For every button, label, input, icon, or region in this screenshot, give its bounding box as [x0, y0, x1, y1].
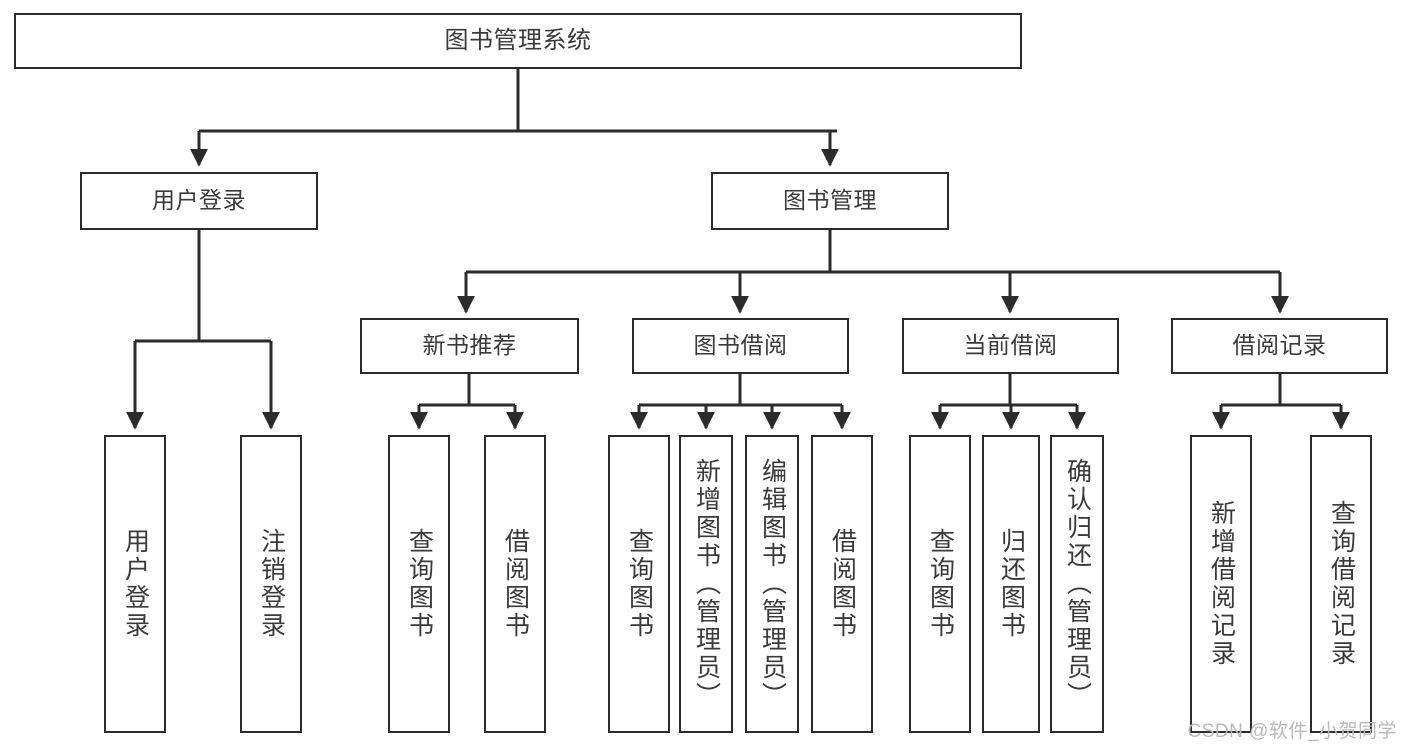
- node-current-borrowing[interactable]: 当前借阅: [902, 318, 1119, 374]
- node-leaf-query-book-3[interactable]: 查询图书: [909, 435, 971, 733]
- node-label: 图书借阅: [693, 332, 788, 359]
- node-label: 确认归还（管理员）: [1063, 458, 1092, 710]
- node-label: 注销登录: [257, 528, 286, 640]
- node-label: 归还图书: [997, 528, 1026, 640]
- node-label: 用户登录: [121, 528, 150, 640]
- node-label: 用户登录: [152, 187, 246, 214]
- node-label: 借阅图书: [828, 528, 857, 640]
- node-user-login[interactable]: 用户登录: [80, 172, 318, 230]
- node-label: 查询图书: [926, 528, 955, 640]
- node-leaf-logout[interactable]: 注销登录: [240, 435, 302, 733]
- node-root-book-management-system[interactable]: 图书管理系统: [14, 13, 1022, 69]
- node-leaf-query-book-2[interactable]: 查询图书: [608, 435, 670, 733]
- node-new-book-recommendation[interactable]: 新书推荐: [360, 318, 579, 374]
- node-book-management[interactable]: 图书管理: [711, 172, 949, 230]
- node-label: 查询图书: [625, 528, 654, 640]
- node-leaf-borrow-book-1[interactable]: 借阅图书: [484, 435, 546, 733]
- node-label: 编辑图书（管理员）: [758, 458, 787, 710]
- node-label: 图书管理系统: [444, 26, 592, 54]
- node-book-borrowing[interactable]: 图书借阅: [632, 318, 849, 374]
- node-leaf-borrow-book-2[interactable]: 借阅图书: [811, 435, 873, 733]
- node-label: 借阅记录: [1232, 332, 1327, 359]
- node-leaf-query-borrow-record[interactable]: 查询借阅记录: [1310, 435, 1372, 733]
- csdn-watermark: CSDN @软件_小贺同学: [1187, 721, 1397, 742]
- node-leaf-confirm-return-admin[interactable]: 确认归还（管理员）: [1050, 435, 1104, 733]
- node-label: 借阅图书: [501, 528, 530, 640]
- node-label: 新增图书（管理员）: [692, 458, 721, 710]
- node-leaf-add-book-admin[interactable]: 新增图书（管理员）: [679, 435, 733, 733]
- node-label: 新书推荐: [422, 332, 517, 359]
- node-label: 查询图书: [405, 528, 434, 640]
- node-label: 图书管理: [783, 187, 877, 214]
- node-label: 当前借阅: [963, 332, 1058, 359]
- node-leaf-query-book-1[interactable]: 查询图书: [388, 435, 450, 733]
- node-leaf-return-book[interactable]: 归还图书: [982, 435, 1040, 733]
- node-label: 新增借阅记录: [1207, 500, 1236, 668]
- node-leaf-add-borrow-record[interactable]: 新增借阅记录: [1190, 435, 1252, 733]
- node-leaf-edit-book-admin[interactable]: 编辑图书（管理员）: [745, 435, 799, 733]
- node-borrowing-record[interactable]: 借阅记录: [1171, 318, 1388, 374]
- node-leaf-user-login[interactable]: 用户登录: [104, 435, 166, 733]
- node-label: 查询借阅记录: [1327, 500, 1356, 668]
